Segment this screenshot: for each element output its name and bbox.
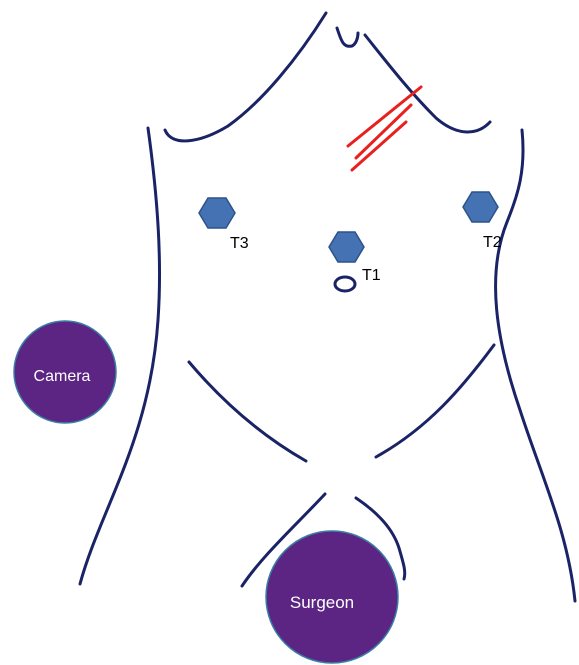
camera-label: Camera (34, 368, 91, 385)
port-t2-label: T2 (483, 234, 502, 251)
left-shoulder-line (165, 13, 326, 141)
surgeon-position: Surgeon (266, 531, 398, 663)
right-flank-line (496, 130, 575, 601)
right-costal-margin (376, 345, 494, 457)
left-costal-margin (189, 362, 306, 461)
hexagon-icon (463, 192, 498, 222)
camera-position: Camera (14, 321, 116, 423)
port-t3-label: T3 (230, 235, 249, 252)
hexagon-icon (329, 232, 364, 262)
port-t3: T3 (199, 198, 249, 252)
surgeon-label: Surgeon (290, 593, 354, 612)
torso-outline (80, 13, 575, 601)
neck-notch (337, 28, 358, 46)
port-t1-label: T1 (362, 267, 381, 284)
port-t1: T1 (329, 232, 381, 284)
port-t2: T2 (463, 192, 502, 251)
incision-lines-icon (348, 87, 421, 170)
hexagon-icon (199, 198, 235, 228)
navel-icon (335, 277, 355, 291)
